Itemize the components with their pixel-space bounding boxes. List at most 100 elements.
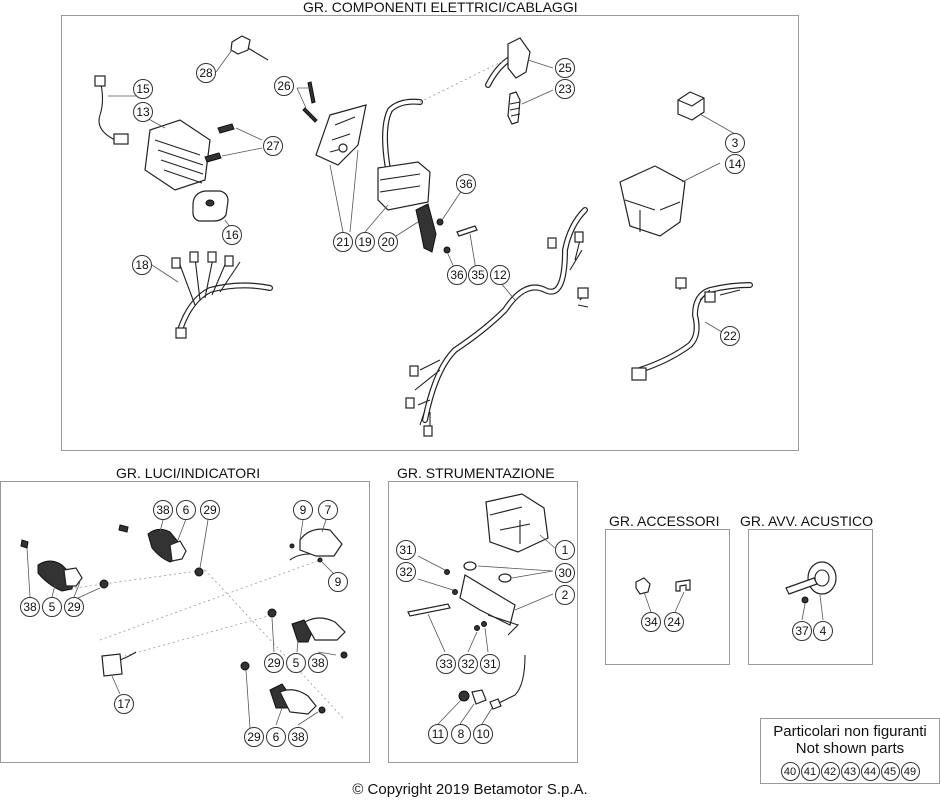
callout-circle — [641, 612, 661, 632]
callout-circle — [333, 232, 353, 252]
part-18-harness — [151, 251, 273, 339]
callout-electrical-21: 21 — [333, 232, 353, 252]
not-shown-part-number: 40 — [780, 762, 800, 781]
callout-lights-5: 5 — [42, 597, 62, 617]
callout-number: 36 — [450, 268, 464, 282]
callout-electrical-12: 12 — [490, 265, 510, 285]
callout-accessories-24: 24 — [664, 612, 684, 632]
callout-electrical-20: 20 — [378, 232, 398, 252]
callout-circle — [200, 500, 220, 520]
callout-number: 1 — [562, 543, 569, 557]
callout-horn-37: 37 — [792, 621, 812, 641]
part-indicator-front-left — [20, 539, 83, 598]
part-34-clip — [635, 577, 652, 613]
group-title-instruments: GR. STRUMENTAZIONE — [397, 465, 555, 481]
part-35-36-bolts — [436, 189, 478, 271]
callout-number: 17 — [117, 697, 131, 711]
not-shown-part-number: 41 — [800, 762, 820, 781]
part-37-nut — [801, 596, 809, 621]
callout-circle — [286, 653, 306, 673]
callout-lights-29: 29 — [200, 500, 220, 520]
callout-instruments-31: 31 — [480, 654, 500, 674]
callout-horn-4: 4 — [813, 621, 833, 641]
callout-circle — [133, 79, 153, 99]
callout-circle — [725, 154, 745, 174]
callout-number: 9 — [335, 575, 342, 589]
part-25-spark-plug-cap — [485, 37, 554, 88]
callout-instruments-2: 2 — [555, 585, 575, 605]
callout-lights-5: 5 — [286, 653, 306, 673]
callout-number: 30 — [558, 566, 572, 580]
callout-instruments-32: 32 — [396, 562, 416, 582]
callout-number: 6 — [273, 730, 280, 744]
callout-electrical-3: 3 — [725, 133, 745, 153]
callout-circle — [664, 612, 684, 632]
callout-number: 25 — [558, 61, 572, 75]
callout-number: 38 — [311, 656, 325, 670]
part-17-connector — [101, 651, 137, 695]
part-22-harness — [631, 277, 753, 381]
callout-number: 23 — [558, 82, 572, 96]
callout-circle — [176, 500, 196, 520]
callout-circle — [555, 585, 575, 605]
callout-number: 32 — [461, 657, 475, 671]
not-shown-parts-box: Particolari non figuranti Not shown part… — [760, 718, 940, 784]
callout-electrical-22: 22 — [720, 326, 740, 346]
not-shown-part-number: 49 — [900, 762, 920, 781]
part-27-screws — [204, 123, 263, 163]
part-23-spark-plug — [507, 89, 554, 125]
group-title-lights: GR. LUCI/INDICATORI — [116, 465, 261, 481]
callout-circle — [153, 500, 173, 520]
not-shown-title-en: Not shown parts — [795, 740, 905, 757]
callout-number: 35 — [471, 268, 485, 282]
callout-number: 5 — [293, 656, 300, 670]
callout-instruments-1: 1 — [555, 540, 575, 560]
callout-circle — [244, 727, 264, 747]
callout-circle — [436, 654, 456, 674]
part-indicator-front-right — [118, 518, 187, 563]
group-electrical-frame — [61, 15, 799, 451]
callout-number: 22 — [723, 329, 737, 343]
callout-electrical-36: 36 — [447, 265, 467, 285]
callout-circle — [132, 255, 152, 275]
callout-electrical-18: 18 — [132, 255, 152, 275]
callout-circle — [64, 597, 84, 617]
callout-circle — [308, 653, 328, 673]
callout-electrical-25: 25 — [555, 58, 575, 78]
callout-circle — [813, 621, 833, 641]
dash-light-3 — [109, 614, 273, 661]
part-20-bracket — [395, 203, 437, 253]
callout-circle — [555, 79, 575, 99]
callout-number: 2 — [562, 588, 569, 602]
callout-number: 28 — [199, 66, 213, 80]
callout-number: 37 — [795, 624, 809, 638]
callout-number: 29 — [203, 503, 217, 517]
callout-circle — [222, 225, 242, 245]
callout-lights-38: 38 — [308, 653, 328, 673]
not-shown-part-number: 42 — [820, 762, 840, 781]
callout-electrical-13: 13 — [133, 102, 153, 122]
dash-leader-coil — [419, 59, 506, 103]
callout-circle — [396, 562, 416, 582]
not-shown-title-it: Particolari non figuranti — [773, 723, 927, 740]
callout-number: 10 — [476, 727, 490, 741]
callout-number: 38 — [156, 503, 170, 517]
not-shown-part-number: 44 — [860, 762, 880, 781]
callout-circle — [328, 572, 348, 592]
callout-lights-38: 38 — [153, 500, 173, 520]
callout-circle — [274, 76, 294, 96]
callout-number: 38 — [23, 600, 37, 614]
callout-instruments-32: 32 — [458, 654, 478, 674]
callout-number: 5 — [49, 600, 56, 614]
callout-circle — [355, 232, 375, 252]
callout-instruments-11: 11 — [428, 724, 448, 744]
callout-instruments-31: 31 — [396, 540, 416, 560]
callout-lights-7: 7 — [318, 500, 338, 520]
callout-electrical-35: 35 — [468, 265, 488, 285]
part-30-rubber-pads — [463, 561, 554, 583]
callout-number: 21 — [336, 235, 350, 249]
callout-electrical-28: 28 — [196, 63, 216, 83]
callout-lights-17: 17 — [114, 694, 134, 714]
callout-lights-6: 6 — [266, 727, 286, 747]
